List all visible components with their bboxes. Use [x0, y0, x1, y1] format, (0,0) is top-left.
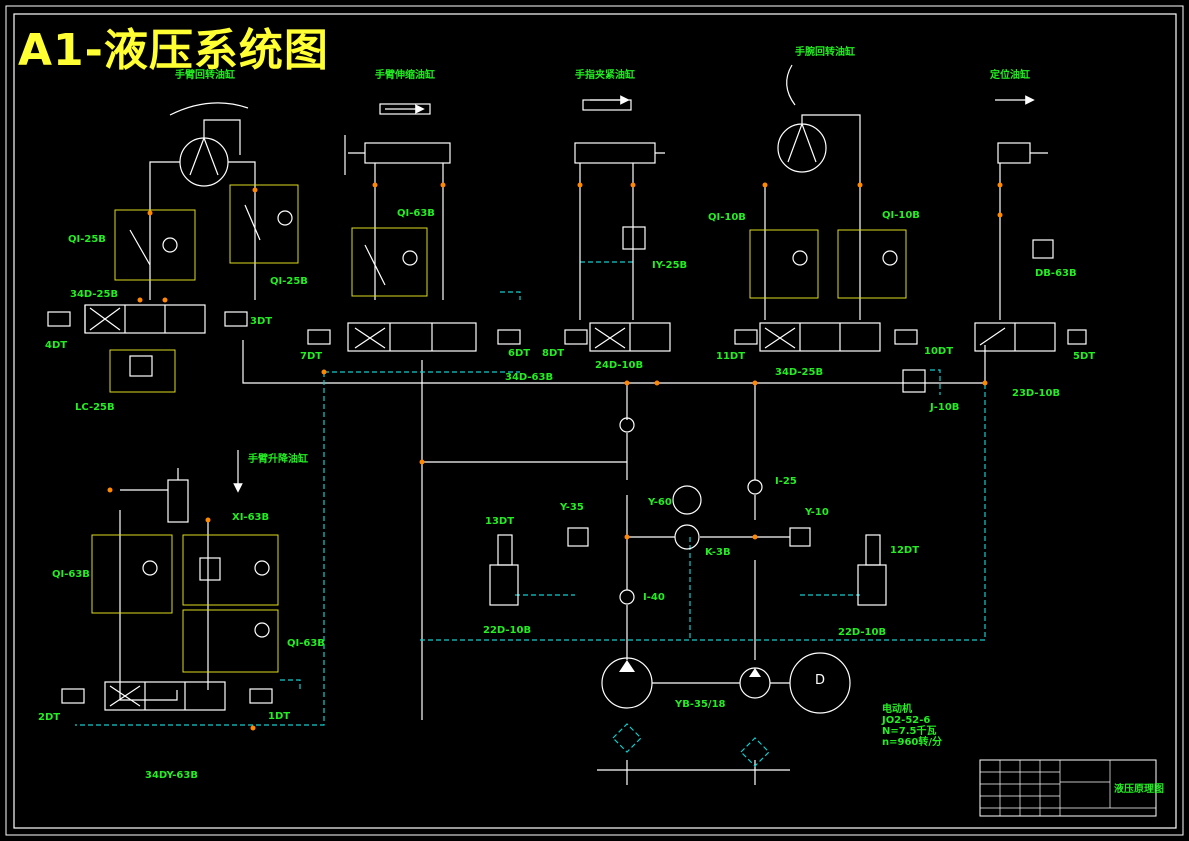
- wrist-rotate-group: [734, 64, 918, 352]
- label-qi10b-1: QI-10B: [708, 212, 746, 223]
- valve-j10b: [902, 369, 926, 393]
- label-j10b: J-10B: [929, 402, 959, 413]
- main-lines: [119, 340, 986, 785]
- label-y10: Y-10: [804, 507, 829, 518]
- label-6dt: 6DT: [508, 348, 530, 359]
- motor-note-3: n=960转/分: [882, 735, 942, 748]
- label-5dt: 5DT: [1073, 351, 1095, 362]
- label-wrist-rotate: 手腕回转油缸: [795, 45, 855, 58]
- label-i25: I-25: [775, 476, 797, 487]
- label-y35: Y-35: [559, 502, 584, 513]
- label-qi10b-2: QI-10B: [882, 210, 920, 221]
- label-qi63b-1: QI-63B: [397, 208, 435, 219]
- title-block-name: 液压原理图: [1114, 782, 1164, 795]
- title-block: 液压原理图: [979, 759, 1164, 817]
- label-11dt: 11DT: [716, 351, 745, 362]
- motor-note-1: JO2-52-6: [881, 715, 930, 726]
- motor-note-2: N=7.5千瓦: [882, 724, 936, 737]
- qi10b-box-1: [749, 229, 819, 299]
- label-7dt: 7DT: [300, 351, 322, 362]
- valve-34dy-63b: [104, 681, 226, 711]
- qi25b-box-2: [229, 184, 299, 264]
- qi63b-box-1: [351, 227, 428, 297]
- label-arm-extend: 手臂伸缩油缸: [375, 68, 435, 81]
- relief-y35: [567, 527, 589, 547]
- gauge-y60: [672, 485, 702, 515]
- label-qi25b-1: QI-25B: [68, 234, 106, 245]
- drain-lines: [75, 261, 986, 726]
- label-qi63b-3: QI-63B: [287, 638, 325, 649]
- junction-nodes: [107, 182, 1003, 731]
- label-4dt: 4DT: [45, 340, 67, 351]
- label-arm-rotate: 手臂回转油缸: [175, 68, 235, 81]
- label-3dt: 3DT: [250, 316, 272, 327]
- label-2dt: 2DT: [38, 712, 60, 723]
- valve-34d-63b: [347, 322, 477, 352]
- label-y60: Y-60: [647, 497, 672, 508]
- label-arm-lift: 手臂升降油缸: [248, 452, 308, 465]
- label-8dt: 8DT: [542, 348, 564, 359]
- rotary-actuator-2: [777, 123, 827, 173]
- label-12dt: 12DT: [890, 545, 919, 556]
- label-34dy-63b: 34DY-63B: [145, 770, 198, 781]
- inner-frame: [13, 13, 1177, 829]
- label-lc25b: LC-25B: [75, 402, 115, 413]
- label-34d-25b: 34D-25B: [70, 289, 118, 300]
- positioning-group: [902, 142, 1087, 393]
- check-valve-iy25b: [622, 226, 646, 250]
- label-22d-10b-1: 22D-10B: [483, 625, 531, 636]
- arm-extend-group: [307, 103, 521, 352]
- motor-note-0: 电动机: [882, 702, 912, 715]
- xi63b-box: [182, 534, 279, 606]
- label-yb: YB-35/18: [674, 699, 726, 710]
- label-qi25b-2: QI-25B: [270, 276, 308, 287]
- label-qi63b-2: QI-63B: [52, 569, 90, 580]
- switch-k3b: [674, 524, 700, 550]
- label-xi63b: XI-63B: [232, 512, 269, 523]
- drawing-title: A1-液压系统图: [18, 25, 329, 76]
- label-finger-clamp: 手指夹紧油缸: [575, 68, 635, 81]
- arm-lift-group: [61, 468, 279, 711]
- direction-arrows: [233, 95, 1035, 493]
- valve-34d-25b: [84, 304, 206, 334]
- pump-station: D: [489, 417, 887, 767]
- qi63b-box-3: [182, 609, 279, 673]
- relief-y10: [789, 527, 811, 547]
- electric-motor: [789, 652, 851, 714]
- qi63b-box-2: [91, 534, 173, 614]
- label-positioning: 定位油缸: [990, 68, 1030, 81]
- valve-22d-10b-2: [857, 564, 887, 606]
- label-i40: I-40: [643, 592, 665, 603]
- label-34d-63b: 34D-63B: [505, 372, 553, 383]
- outer-frame: [5, 5, 1184, 836]
- label-22d-10b-2: 22D-10B: [838, 627, 886, 638]
- label-24d-10b: 24D-10B: [595, 360, 643, 371]
- label-iy25b: IY-25B: [652, 260, 687, 271]
- arm-rotate-group: [47, 102, 299, 393]
- rotary-actuator-1: [179, 137, 229, 187]
- motor-letter: D: [815, 673, 825, 688]
- labels: 手臂回转油缸 手臂伸缩油缸 手指夹紧油缸 手腕回转油缸 定位油缸 手臂升降油缸 …: [38, 45, 1095, 781]
- qi25b-box-1: [114, 209, 196, 281]
- label-34d-25b-2: 34D-25B: [775, 367, 823, 378]
- label-23d-10b: 23D-10B: [1012, 388, 1060, 399]
- valve-db63b: [1032, 239, 1054, 259]
- cylinder-arm-extend: [364, 142, 451, 164]
- finger-clamp-group: [564, 99, 671, 352]
- cylinder-arm-lift: [167, 479, 189, 523]
- label-10dt: 10DT: [924, 346, 953, 357]
- label-13dt: 13DT: [485, 516, 514, 527]
- cylinder-finger: [574, 142, 656, 164]
- qi10b-box-2: [837, 229, 907, 299]
- label-1dt: 1DT: [268, 711, 290, 722]
- lc25b-box: [109, 349, 176, 393]
- label-db63b: DB-63B: [1035, 268, 1077, 279]
- cylinder-positioning: [997, 142, 1031, 164]
- label-k3b: K-3B: [705, 547, 731, 558]
- valve-22d-10b-1: [489, 564, 519, 606]
- valve-34d-25b-2: [759, 322, 881, 352]
